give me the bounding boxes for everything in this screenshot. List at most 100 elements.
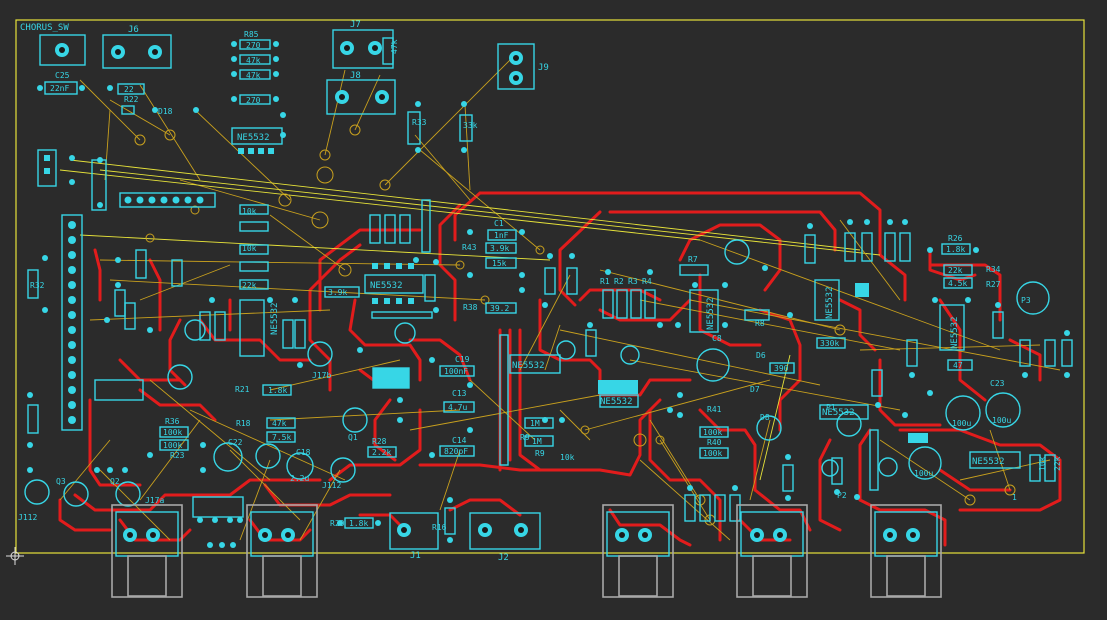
svg-text:R26: R26 — [948, 234, 963, 243]
passive-j7-resistor[interactable]: 47k — [382, 37, 399, 65]
passive-r7-r8[interactable]: R7 R8 — [679, 255, 770, 328]
passive-left-resistors[interactable] — [27, 111, 1073, 535]
passive-r26-r34[interactable]: R26 1.8k 22k 4.5k R34 R27 47 — [941, 234, 1001, 371]
connector-j7[interactable]: J7 — [332, 20, 394, 69]
passive-c1[interactable]: C1 1nF — [487, 219, 517, 241]
svg-text:R27: R27 — [986, 280, 1001, 289]
svg-text:NE5532: NE5532 — [706, 297, 716, 330]
svg-text:47k: 47k — [246, 56, 261, 65]
connector-j9[interactable]: J9 — [497, 43, 549, 90]
svg-text:820pF: 820pF — [444, 447, 468, 456]
ic-u8[interactable]: NE5532 — [819, 404, 869, 420]
audio-jack-1[interactable] — [111, 504, 183, 598]
ic-u2[interactable]: NE5532 — [364, 263, 424, 304]
svg-text:330k: 330k — [820, 339, 839, 348]
svg-text:270: 270 — [246, 41, 261, 50]
svg-text:R32: R32 — [30, 281, 45, 290]
svg-text:NE5532: NE5532 — [972, 457, 1005, 467]
svg-text:C22: C22 — [228, 438, 243, 447]
svg-text:R9: R9 — [535, 449, 545, 458]
svg-text:R16: R16 — [432, 523, 447, 532]
svg-text:R3: R3 — [628, 277, 638, 286]
round-components[interactable] — [24, 239, 1050, 507]
svg-text:22: 22 — [124, 85, 134, 94]
svg-text:C25: C25 — [55, 71, 70, 80]
svg-text:C18: C18 — [296, 448, 311, 457]
svg-text:C14: C14 — [452, 436, 467, 445]
svg-text:2.2k: 2.2k — [372, 448, 391, 457]
passive-r22[interactable]: 22 R22 D18 — [117, 83, 173, 116]
svg-text:47k: 47k — [390, 39, 399, 54]
svg-text:R34: R34 — [986, 265, 1001, 274]
svg-text:100k: 100k — [703, 428, 722, 437]
passive-c25[interactable]: C25 22nF — [37, 71, 85, 95]
svg-text:R36: R36 — [165, 417, 180, 426]
passive-r85-stack[interactable]: R85 270 47k 47k 270 — [231, 30, 279, 105]
svg-text:3.9k: 3.9k — [490, 244, 509, 253]
passive-r20[interactable]: R20 1.8k — [330, 517, 374, 529]
ratsnest — [59, 59, 1061, 541]
svg-text:15k: 15k — [492, 259, 507, 268]
passive-r36-r23[interactable]: R36 100k 100k R23 — [159, 417, 189, 460]
svg-text:NE5532: NE5532 — [822, 408, 855, 418]
svg-text:22k: 22k — [242, 281, 257, 290]
connector-j8[interactable]: J8 — [326, 71, 396, 115]
passive-r43[interactable]: R43 3.9k 15k — [462, 242, 517, 269]
passive-r18[interactable]: R18 47k 7.5k — [236, 417, 296, 443]
audio-jack-4[interactable] — [736, 504, 808, 598]
connector-j6[interactable]: J6 — [39, 25, 172, 69]
audio-jack-5[interactable] — [870, 504, 942, 598]
audio-jack-2[interactable] — [246, 504, 318, 598]
ic-u5[interactable]: NE5532 — [814, 279, 840, 321]
svg-text:D6: D6 — [756, 351, 766, 360]
pin-header-left[interactable] — [61, 214, 83, 431]
svg-text:22nF: 22nF — [50, 84, 69, 93]
connector-j1[interactable]: J1 — [389, 512, 439, 561]
ic-u1[interactable]: NE5532 — [239, 299, 280, 357]
svg-text:NE5532: NE5532 — [512, 361, 545, 371]
svg-text:J9: J9 — [538, 63, 549, 73]
svg-text:D18: D18 — [158, 107, 173, 116]
passive-r1-r4[interactable]: R1 R2 R3 R4 — [600, 277, 656, 319]
passive-r9[interactable]: 1M 1M R9 — [524, 417, 554, 458]
svg-text:47: 47 — [953, 361, 963, 370]
audio-jack-3[interactable] — [602, 504, 674, 598]
passive-r38[interactable]: R38 39.2 — [463, 302, 517, 314]
ic-u10-top[interactable]: NE5532 — [231, 127, 283, 154]
passive-vertical-resistors-bottom[interactable]: 10k 22k — [684, 454, 1062, 522]
svg-text:D8: D8 — [760, 413, 770, 422]
svg-text:Q2: Q2 — [110, 477, 120, 486]
svg-text:R7: R7 — [688, 255, 698, 264]
header-j110-left[interactable] — [37, 149, 107, 211]
ic-u6[interactable]: NE5532 — [939, 304, 965, 351]
pin-header-top[interactable] — [119, 192, 216, 208]
svg-text:100u: 100u — [952, 419, 971, 428]
svg-text:R18: R18 — [236, 419, 251, 428]
svg-text:1.8k: 1.8k — [946, 245, 965, 254]
passive-c19-c14[interactable]: C19 100nF C13 4.7u C14 820pF — [439, 355, 475, 457]
connector-j2[interactable]: J2 — [469, 512, 541, 563]
passive-r40-r41[interactable]: R41 100k R40 100k — [699, 405, 729, 459]
svg-text:R28: R28 — [372, 437, 387, 446]
ic-u4[interactable]: NE5532 — [689, 289, 719, 333]
svg-text:R4: R4 — [642, 277, 652, 286]
svg-text:J1: J1 — [410, 551, 421, 561]
svg-text:Q3: Q3 — [56, 477, 66, 486]
svg-text:1M: 1M — [530, 419, 540, 428]
ic-u7[interactable]: NE5532 — [969, 451, 1021, 469]
svg-text:D7: D7 — [750, 385, 760, 394]
svg-text:J7: J7 — [350, 20, 361, 30]
passive-r28[interactable]: R28 2.2k — [367, 437, 397, 458]
svg-text:R9: R9 — [520, 433, 530, 442]
svg-text:NE5532: NE5532 — [950, 316, 960, 349]
passive-r21[interactable]: R21 1.8k — [235, 384, 292, 396]
svg-text:P1: P1 — [826, 403, 836, 412]
svg-text:R41: R41 — [707, 405, 722, 414]
ic-u3[interactable]: NE5532 — [509, 354, 561, 374]
scattered-pads — [27, 85, 1070, 548]
passive-r390-r330k[interactable]: 390 330k D6 D7 C8 — [712, 334, 846, 394]
svg-text:10k: 10k — [560, 453, 575, 462]
svg-text:C19: C19 — [455, 355, 470, 364]
svg-text:R33: R33 — [412, 118, 427, 127]
